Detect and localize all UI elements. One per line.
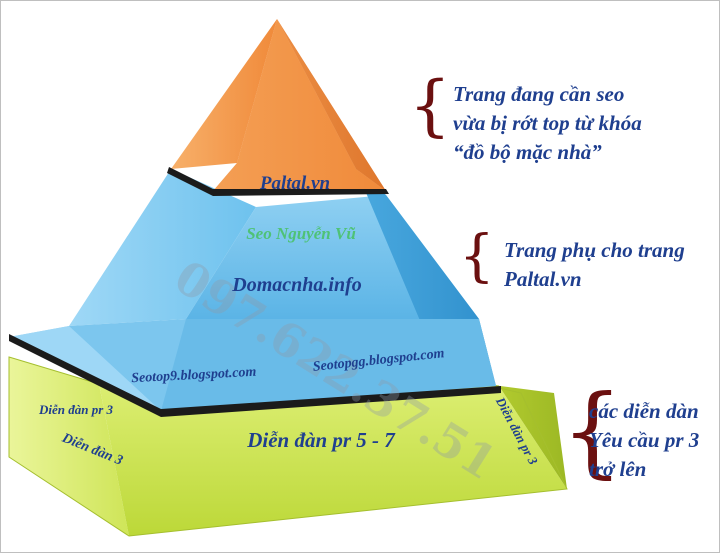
pyramid-tier-top [171,19,386,191]
annotation-top: Trang đang cần seo vừa bị rớt top từ khó… [453,80,642,167]
brace-bottom-icon: { [561,375,624,489]
annotation-bottom: các diễn dàn Yêu cầu pr 3 trở lên [589,397,699,484]
annotation-bottom-line-1: các diễn dàn [589,399,699,423]
annotation-middle-line-2: Paltal.vn [504,267,582,291]
tier-top-label: Paltal.vn [259,173,330,194]
brace-middle-icon: { [459,224,495,289]
brace-top-icon: { [409,67,451,144]
annotation-middle: Trang phụ cho trang Paltal.vn [504,236,685,294]
watermark-name: Seo Nguyễn Vũ [246,224,356,243]
annotation-top-line-1: Trang đang cần seo [453,82,625,106]
tier-middle-left-face [69,169,256,326]
annotation-top-line-3: “đồ bộ mặc nhà” [453,140,602,164]
annotation-middle-line-1: Trang phụ cho trang [504,238,685,262]
tier-top-left-face [171,19,277,169]
pyramid-tier-bottom [8,356,568,537]
annotation-top-line-2: vừa bị rớt top từ khóa [453,111,642,135]
tier-bottom-left-face [9,357,129,536]
annotation-bottom-line-3: trở lên [589,457,647,481]
tier-bottom-label: Diễn đàn pr 5 - 7 [246,428,396,452]
tier-bottom-left-top-label: Diễn đàn pr 3 [38,402,114,417]
annotation-bottom-line-2: Yêu cầu pr 3 [589,428,700,452]
tier-middle-sublabel-left: Seotop9.blogspot.com [131,365,257,387]
tier-bottom-front-face [99,384,567,536]
tier-middle-label: Domacnha.info [231,274,361,296]
pyramid-tier-middle [9,169,496,411]
tier-separator-lower [9,334,501,417]
tier-separator-upper [167,167,389,196]
tier-bottom-right-face [477,383,567,489]
